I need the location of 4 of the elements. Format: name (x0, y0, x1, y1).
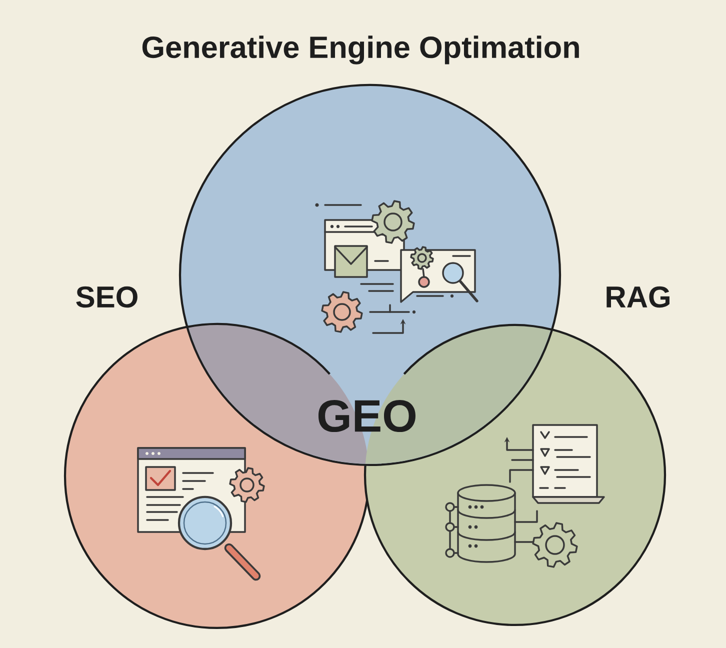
title: Generative Engine Optimation (142, 36, 579, 64)
set-label: SEO (76, 286, 138, 308)
set-label: RAG (606, 286, 670, 308)
center-label: GEO (318, 400, 416, 432)
